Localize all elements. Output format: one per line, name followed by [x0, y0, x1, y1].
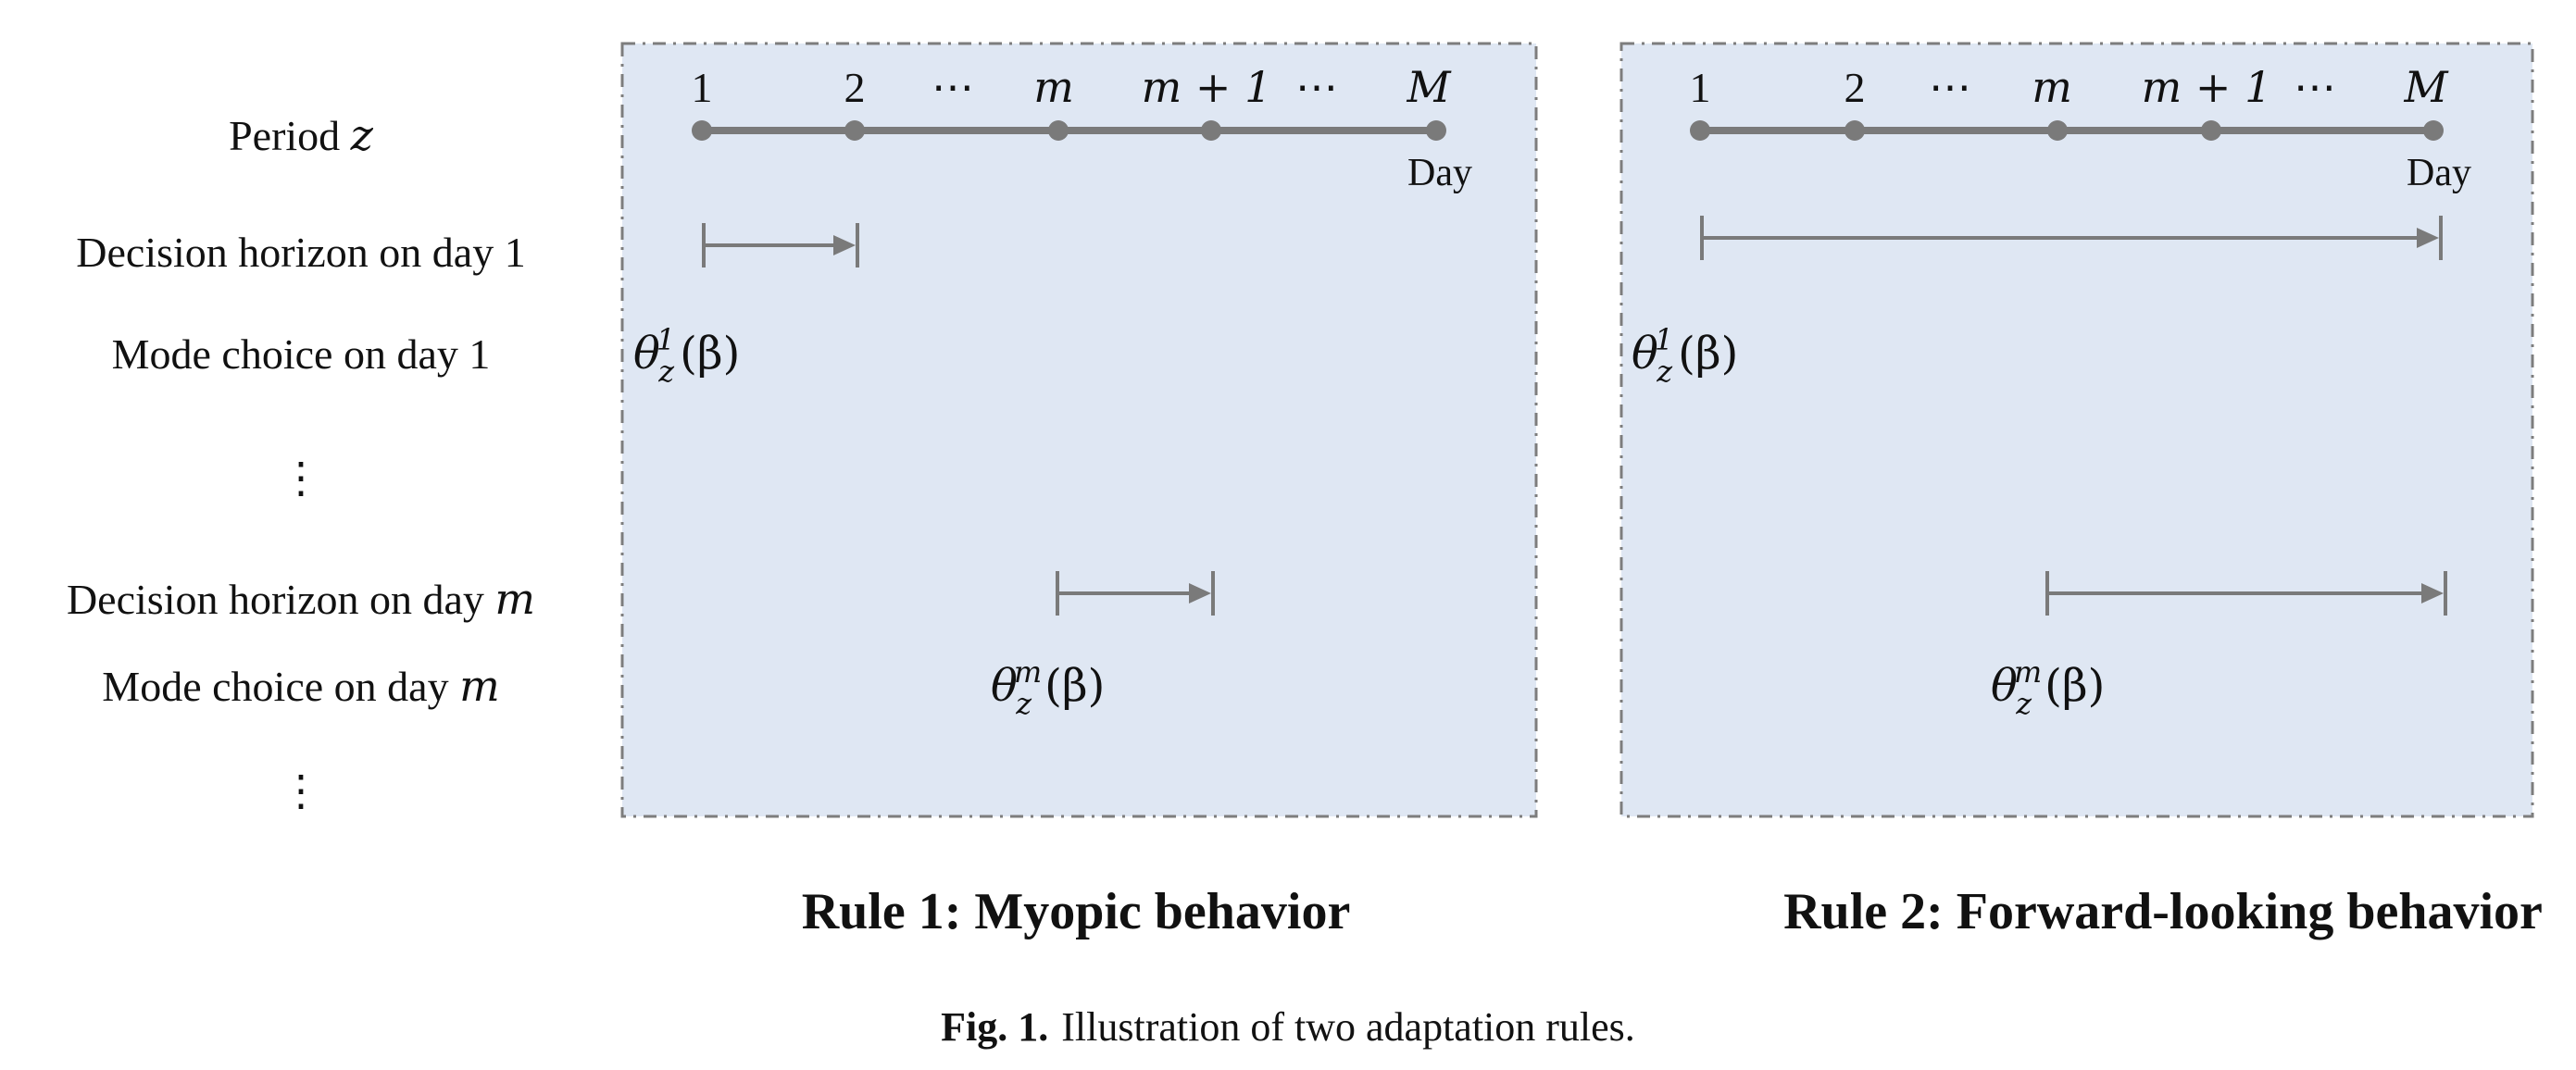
day-axis-label: Day: [2407, 152, 2471, 194]
horizon-day1-arrow: [1700, 216, 2443, 260]
tick-label: 1: [1690, 64, 1711, 111]
row-labels: Period z Decision horizon on day 1 Mode …: [67, 110, 535, 815]
axis-point: [1048, 120, 1069, 141]
rule1-title: Rule 1: Myopic behavior: [802, 883, 1351, 940]
panel-rule2-tick-labels: 1 2 ⋯ m m + 1 ⋯ M: [1690, 62, 2450, 112]
mode-daym-row-label: Mode choice on day m: [102, 661, 499, 711]
tick-label: ⋯: [932, 64, 974, 111]
horizon-daym-arrow: [2045, 571, 2447, 616]
figure-caption: Fig. 1. Illustration of two adaptation r…: [941, 1004, 1635, 1050]
horizon-day1-arrow: [702, 223, 859, 268]
vertical-ellipsis-1: ⋮: [280, 454, 322, 502]
figure-caption-text: Illustration of two adaptation rules.: [1061, 1004, 1635, 1050]
panel-rule1-background: [620, 42, 1538, 818]
vertical-ellipsis-2: ⋮: [280, 767, 322, 815]
tick-label: 2: [844, 64, 866, 111]
tick-label: ⋯: [2294, 64, 2336, 111]
axis-point: [2423, 120, 2444, 141]
tick-label: ⋯: [1295, 64, 1338, 111]
tick-label: m + 1: [1142, 62, 1272, 112]
axis-point: [2047, 120, 2068, 141]
tick-label: 2: [1844, 64, 1866, 111]
mode-day1-row-label: Mode choice on day 1: [112, 330, 491, 378]
axis-point: [844, 120, 865, 141]
tick-label: m: [2032, 62, 2072, 112]
axis-point: [2201, 120, 2221, 141]
axis-point: [1426, 120, 1446, 141]
axis-point: [1844, 120, 1865, 141]
tick-label: M: [2403, 62, 2449, 112]
panel-rule2-background: [1619, 42, 2534, 818]
rule2-title: Rule 2: Forward-looking behavior: [1783, 883, 2543, 940]
axis-point: [1201, 120, 1221, 141]
panel-rule1-tick-labels: 1 2 ⋯ m m + 1 ⋯ M: [692, 62, 1453, 112]
axis-point: [1690, 120, 1710, 141]
tick-label: ⋯: [1929, 64, 1971, 111]
horizon-daym-arrow: [1056, 571, 1215, 616]
tick-label: m: [1033, 62, 1074, 112]
tick-label: 1: [692, 64, 713, 111]
horizon-daym-row-label: Decision horizon on day m: [67, 574, 535, 624]
horizon-day1-row-label: Decision horizon on day 1: [76, 229, 525, 276]
axis-point: [692, 120, 712, 141]
period-row-label: Period z: [229, 110, 374, 160]
figure-caption-label: Fig. 1.: [941, 1004, 1048, 1050]
tick-label: M: [1406, 62, 1452, 112]
tick-label: m + 1: [2142, 62, 2272, 112]
day-axis-label: Day: [1407, 152, 1472, 194]
